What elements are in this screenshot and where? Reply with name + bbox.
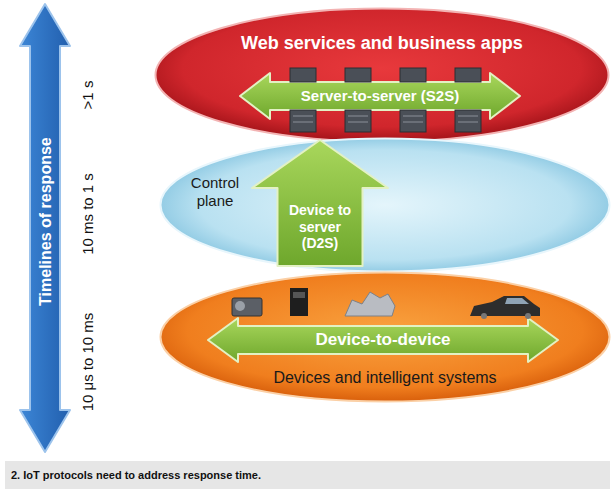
arrow-shape xyxy=(208,318,558,362)
time-range-label: 10 μs to 10 ms xyxy=(79,313,97,412)
caption-bar: 2. IoT protocols need to address respons… xyxy=(5,461,610,489)
time-range-label: >1 s xyxy=(79,81,97,110)
node-label: Web services and business apps xyxy=(241,33,523,55)
layer-ellipse-outline xyxy=(154,7,610,143)
arrow-shape xyxy=(252,140,388,266)
node-label: Devices and intelligent systems xyxy=(273,368,496,387)
node-label: Server-to-server (S2S) xyxy=(301,87,459,105)
layer-ellipse: Devices and intelligent systems Device-to… xyxy=(159,271,611,403)
node-label: Control plane xyxy=(184,174,246,210)
flow-arrow: Device-to-device xyxy=(208,318,558,362)
figure-caption: 2. IoT protocols need to address respons… xyxy=(11,468,261,482)
node-label: Device-to-device xyxy=(315,330,450,350)
ellipse-shape xyxy=(156,9,609,142)
layer-ellipse: Web services and business appsServer-to-… xyxy=(154,7,610,143)
ellipse-shape xyxy=(161,273,610,402)
layer-ellipse: Control planeDevice to server (D2S) xyxy=(159,137,611,273)
node-label: Device to server (D2S) xyxy=(286,202,354,252)
arrow-shape xyxy=(240,73,520,119)
server-icons xyxy=(290,68,481,132)
device-icons xyxy=(232,288,540,319)
flow-arrow: Device to server (D2S) xyxy=(252,140,388,266)
arrow-shape xyxy=(20,4,70,452)
timeline-arrow: Timelines of response xyxy=(20,4,70,452)
time-range-label: 10 ms to 1 s xyxy=(79,173,97,255)
node-label: Timelines of response xyxy=(35,138,54,307)
ellipse-shape xyxy=(161,139,610,272)
flow-arrow: Server-to-server (S2S) xyxy=(240,73,520,119)
